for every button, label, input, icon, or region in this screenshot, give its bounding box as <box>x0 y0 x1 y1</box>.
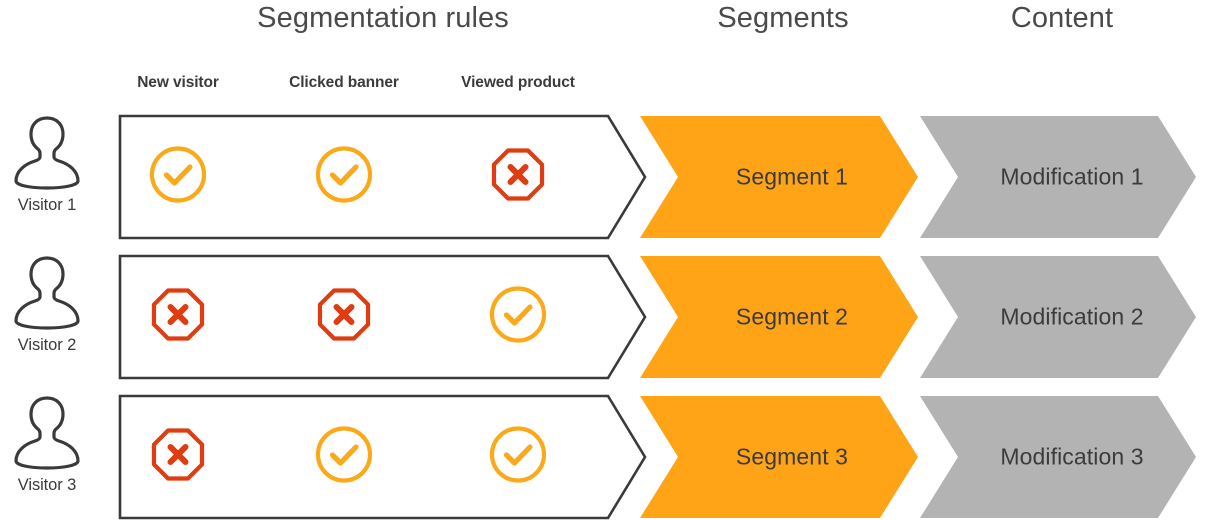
visitor-block: Visitor 1 <box>4 112 90 215</box>
check-circle-icon <box>147 144 209 211</box>
modification-label: Modification 3 <box>1000 443 1144 470</box>
heading-content: Content <box>1010 2 1114 34</box>
rule-column-label-2: Viewed product <box>461 74 575 91</box>
visitor-block: Visitor 3 <box>4 392 90 495</box>
modification-label: Modification 1 <box>1000 163 1144 190</box>
visitor-avatar-icon <box>4 252 90 335</box>
heading-segments: Segments <box>717 2 849 34</box>
visitor-name: Visitor 2 <box>17 336 77 354</box>
rule-column-label-0: New visitor <box>137 74 219 91</box>
segment-label: Segment 3 <box>735 443 849 470</box>
visitor-block: Visitor 2 <box>4 252 90 355</box>
rule-column-label-1: Clicked banner <box>289 74 399 91</box>
visitor-avatar-icon <box>4 392 90 475</box>
segment-label: Segment 1 <box>735 163 849 190</box>
visitor-name: Visitor 1 <box>17 196 77 214</box>
cross-octagon-icon <box>147 284 209 351</box>
check-circle-icon <box>487 424 549 491</box>
visitor-avatar-icon <box>4 112 90 195</box>
check-circle-icon <box>487 284 549 351</box>
modification-label: Modification 2 <box>1000 303 1144 330</box>
visitor-name: Visitor 3 <box>17 476 77 494</box>
check-circle-icon <box>313 424 375 491</box>
cross-octagon-icon <box>487 144 549 211</box>
cross-octagon-icon <box>313 284 375 351</box>
check-circle-icon <box>313 144 375 211</box>
segment-label: Segment 2 <box>735 303 849 330</box>
cross-octagon-icon <box>147 424 209 491</box>
heading-segmentation-rules: Segmentation rules <box>257 2 509 34</box>
